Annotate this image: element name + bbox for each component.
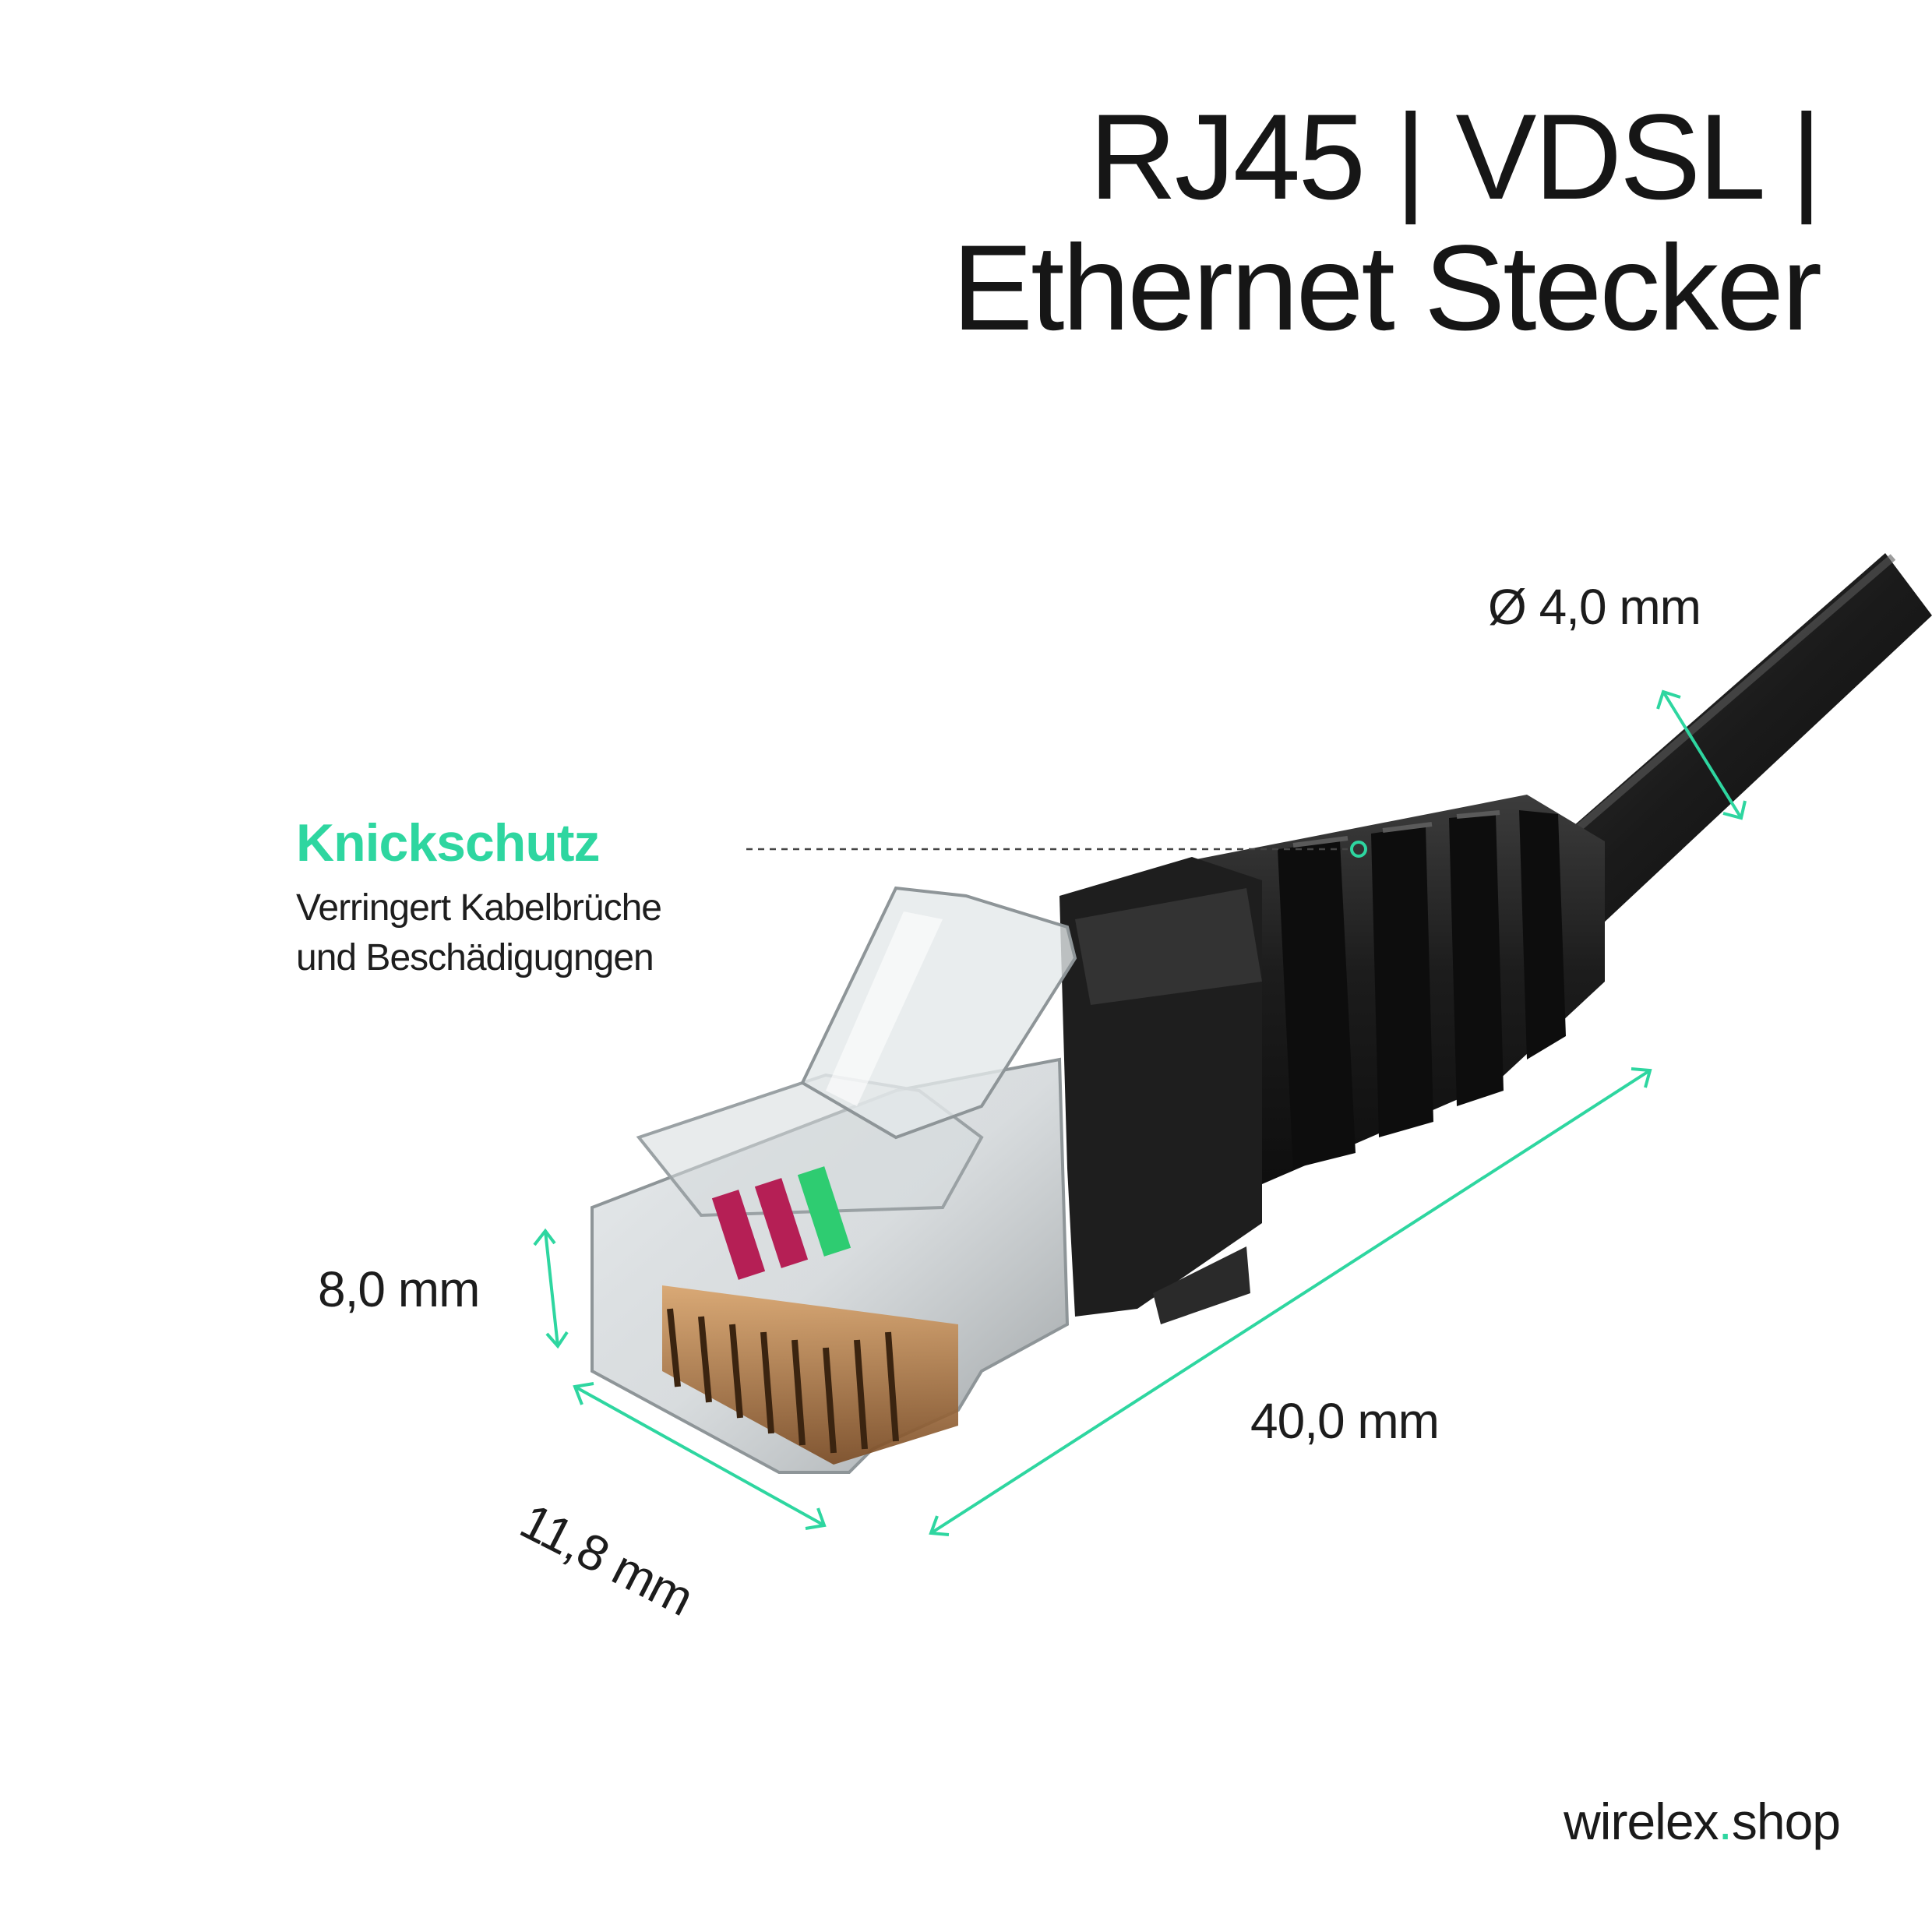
diameter-arrow-top [1656,689,1681,710]
callout-marker [1350,841,1367,858]
height-arrow-bottom [545,1331,569,1349]
diameter-label: Ø 4,0 mm [1488,579,1701,635]
page-title: RJ45 | VDSL | Ethernet Stecker [952,90,1822,356]
width-arrow-right [805,1507,827,1530]
length-arrow-left [929,1515,950,1536]
feature-callout: Knickschutz Verringert Kabelbrüche und B… [296,812,662,983]
cable [1511,553,1932,958]
brand-tld: shop [1731,1793,1841,1850]
length-label: 40,0 mm [1250,1393,1440,1449]
strain-relief-boot [1169,795,1605,1192]
feature-desc-line-1: Verringert Kabelbrüche [296,887,662,929]
height-arrow-top [533,1228,556,1246]
feature-description: Verringert Kabelbrüche und Beschädigugng… [296,883,662,983]
brand-logo: wirelex.shop [1564,1792,1841,1851]
feature-title: Knickschutz [296,813,601,873]
diameter-dimension-line [1662,690,1743,820]
length-dimension-line [929,1069,1652,1535]
height-dimension-line [544,1230,559,1347]
feature-desc-line-2: und Beschädigugngen [296,937,654,978]
height-label: 8,0 mm [318,1261,480,1317]
brand-dot: . [1718,1793,1733,1850]
title-line-1: RJ45 | VDSL | [1089,90,1822,225]
connector-housing [1059,857,1262,1324]
brand-name: wirelex [1564,1793,1719,1850]
dimension-lines [533,689,1747,1536]
contact-pins [662,1285,958,1465]
width-arrow-left [573,1382,594,1405]
title-line-2: Ethernet Stecker [952,220,1822,356]
diameter-arrow-bottom [1722,800,1747,820]
length-arrow-right [1631,1067,1652,1088]
width-dimension-line [574,1385,825,1527]
